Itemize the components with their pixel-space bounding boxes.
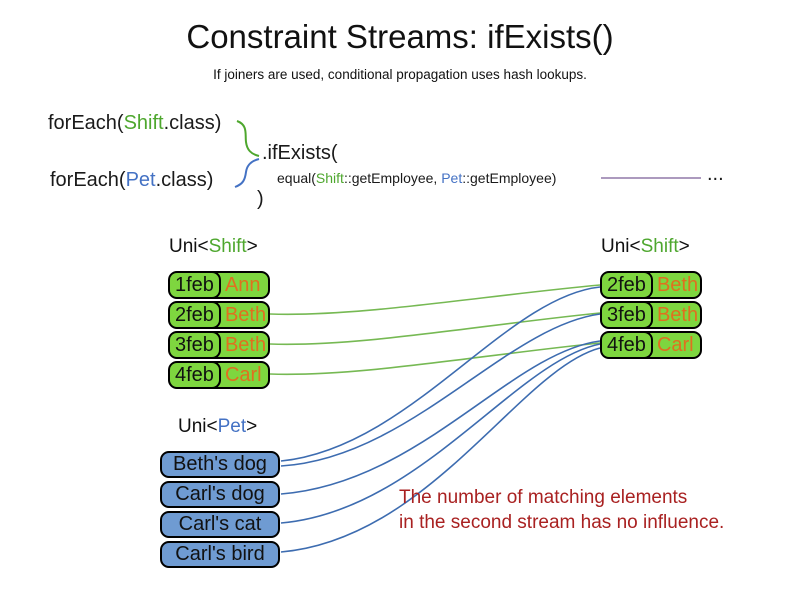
code-shift-class: Shift — [123, 112, 164, 134]
brace-blue-path — [234, 158, 260, 188]
name-cell: Beth — [224, 333, 267, 356]
date-cell: 3feb — [170, 333, 221, 357]
pet-table: Beth's dog Carl's dog Carl's cat Carl's … — [160, 451, 280, 571]
connector-beths-dog-3feb — [280, 313, 601, 467]
left-shift-label: Uni<Shift> — [169, 236, 258, 257]
connector-beths-dog-2feb — [280, 286, 601, 462]
date-cell: 4feb — [602, 333, 653, 357]
date-cell: 2feb — [170, 303, 221, 327]
code-foreach-pet: forEach(Pet.class) — [50, 169, 213, 192]
code-ellipsis: ... — [707, 163, 724, 185]
note-line-1: The number of matching elements — [399, 487, 688, 508]
right-shift-label: Uni<Shift> — [601, 236, 690, 257]
left-shift-table: 1feb Ann 2feb Beth 3feb Beth 4feb Carl — [168, 271, 270, 391]
code-text: .class) — [155, 169, 214, 191]
name-cell: Beth — [224, 303, 267, 326]
date-cell: 1feb — [170, 273, 221, 297]
code-equal-shift: Shift — [315, 170, 344, 186]
connector-shift-4feb — [269, 342, 601, 376]
date-cell: 4feb — [170, 363, 221, 387]
code-text: forEach( — [50, 169, 126, 191]
name-cell: Beth — [656, 303, 699, 326]
page-title: Constraint Streams: ifExists() — [186, 18, 614, 55]
name-cell: Carl — [656, 333, 694, 356]
code-text: forEach( — [48, 112, 124, 134]
date-cell: 3feb — [602, 303, 653, 327]
connector-carls-bird-4feb — [280, 347, 601, 553]
shift-row: 2feb Beth — [168, 301, 270, 329]
code-close-paren: ) — [257, 188, 264, 210]
subtitle: If joiners are used, conditional propaga… — [213, 67, 587, 82]
brace-green-path — [236, 120, 260, 157]
shift-row: 1feb Ann — [168, 271, 270, 299]
shift-row: 3feb Beth — [168, 331, 270, 359]
name-cell: Carl — [224, 363, 262, 386]
date-cell: 2feb — [602, 273, 653, 297]
connector-shift-3feb — [269, 312, 601, 346]
connector-carls-dog-4feb — [280, 340, 601, 495]
name-cell: Beth — [656, 273, 699, 296]
code-foreach-shift: forEach(Shift.class) — [48, 112, 221, 135]
right-shift-table: 2feb Beth 3feb Beth 4feb Carl — [600, 271, 702, 361]
name-cell: Ann — [224, 273, 261, 296]
pet-row: Carl's bird — [160, 541, 280, 568]
code-text: ::getEmployee, — [343, 170, 442, 186]
code-equal-pet: Pet — [441, 170, 463, 186]
pet-label: Uni<Pet> — [178, 416, 258, 437]
shift-row: 3feb Beth — [600, 301, 702, 329]
code-text: equal( — [277, 170, 316, 186]
shift-row: 4feb Carl — [600, 331, 702, 359]
note-line-2: in the second stream has no influence. — [399, 512, 725, 533]
code-equal: equal(Shift::getEmployee, Pet::getEmploy… — [277, 170, 556, 186]
code-pet-class: Pet — [125, 169, 156, 191]
pet-row: Carl's dog — [160, 481, 280, 508]
shift-row: 2feb Beth — [600, 271, 702, 299]
code-ifexists: .ifExists( — [262, 142, 338, 164]
shift-row: 4feb Carl — [168, 361, 270, 389]
code-text: ::getEmployee) — [462, 170, 557, 186]
code-text: .class) — [163, 112, 222, 134]
connector-shift-2feb — [269, 284, 601, 316]
pet-row: Carl's cat — [160, 511, 280, 538]
pet-row: Beth's dog — [160, 451, 280, 478]
connector-carls-cat-4feb — [280, 343, 601, 524]
note-text: The number of matching elements in the s… — [399, 485, 724, 535]
